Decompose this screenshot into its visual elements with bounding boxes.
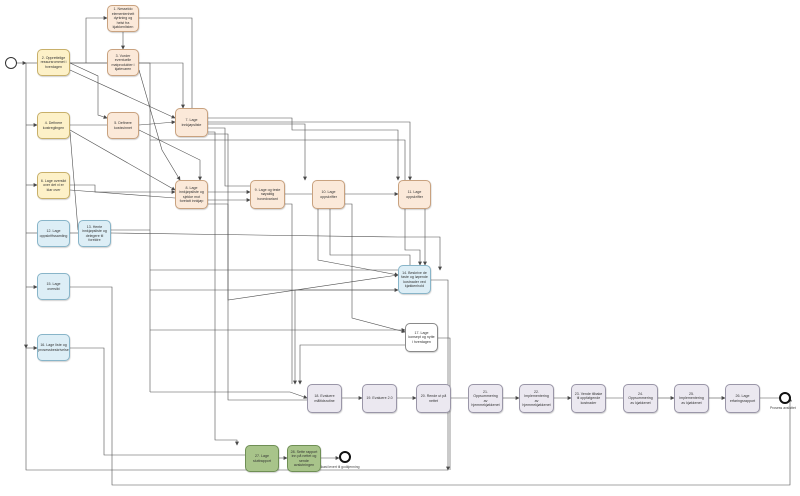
connector-13: [69, 69, 176, 119]
connector-11: [69, 62, 108, 119]
task-n9[interactable]: 9. Lage og teste nøyaktig hovedvariant: [250, 180, 285, 209]
connector-10: [85, 16, 108, 63]
connector-21: [69, 131, 150, 231]
connector-28: [208, 131, 239, 446]
connector-49: [298, 344, 405, 385]
task-n12[interactable]: 12. Lage oppskriftssamling: [37, 220, 70, 247]
task-n28[interactable]: 28. Sette rapport inn på nettet og sende…: [287, 445, 321, 472]
end-event-label: Prosess avsluttet: [770, 406, 796, 410]
task-n21[interactable]: 21. Oppsummering av hjemmekjøkkenet: [468, 384, 503, 413]
connector-26: [208, 123, 307, 181]
connector-22: [138, 129, 202, 181]
task-n23[interactable]: 23. Vende tilbake til oppfølgende kostna…: [571, 384, 606, 413]
task-n18[interactable]: 18. Evaluere måltidsrutine: [307, 384, 342, 413]
connector-lines: [17, 16, 792, 486]
connector-45: [70, 347, 245, 456]
connector-43: [110, 232, 442, 271]
task-n25[interactable]: 25. Implementering av kjøkkenet: [674, 384, 709, 413]
connector-29: [208, 121, 412, 181]
task-n10[interactable]: 10. Lage oppskrifter: [312, 180, 345, 209]
task-n2[interactable]: 2. Opprettelige ressursrommet i hverdage…: [37, 49, 70, 76]
connector-47: [293, 289, 398, 385]
task-n3[interactable]: 3. Vurder eventuelle matprodukter i kjøl…: [107, 49, 139, 76]
connector-19: [138, 120, 176, 126]
task-n6[interactable]: 6. Lage oversikt over det vi er klar ove…: [37, 172, 70, 199]
task-n13[interactable]: 13. Hente innkjøpsliste og delegere til …: [78, 220, 111, 247]
connector-50: [150, 391, 308, 399]
report-end-event-label: Utkast levert til godkjenning: [318, 465, 360, 469]
task-n4[interactable]: 4. Definere kostreglingen: [37, 112, 70, 139]
task-n20[interactable]: 20. Rende ut på nettet: [416, 384, 451, 413]
task-n15[interactable]: 15. Lage oversikt: [37, 273, 70, 300]
task-n27[interactable]: 27. Lage sluttrapport: [245, 445, 279, 472]
connector-17: [138, 69, 181, 181]
connector-15: [139, 17, 193, 108]
task-n7[interactable]: 7. Lage innkjøpsliste: [175, 108, 208, 137]
connector-16: [139, 62, 185, 109]
connector-25: [208, 117, 400, 181]
connector-36: [285, 203, 293, 384]
report-end-event: [339, 451, 351, 463]
task-n24[interactable]: 24. Oppsummering av kjøkkenet: [623, 384, 658, 413]
connector-40: [404, 209, 422, 266]
connector-24: [69, 189, 176, 199]
connector-66: [150, 139, 406, 180]
task-n1[interactable]: 1. Nesseldo elementenheit dyrkning og he…: [107, 5, 139, 32]
task-n22[interactable]: 22. Implementering av hjemmekjøkkenet: [519, 384, 554, 413]
task-n14[interactable]: 14. Beskrive de faste og løpende kostnad…: [398, 265, 431, 294]
task-n17[interactable]: 17. Lage konsept og nytte i hverdagen: [405, 323, 438, 352]
connector-46: [431, 279, 450, 471]
task-n19[interactable]: 19. Evaluere 2.0: [362, 384, 397, 413]
connector-27: [208, 127, 250, 187]
task-n11[interactable]: 11. Lage oppskrifter: [398, 180, 431, 209]
task-n16[interactable]: 16. Lage liste og prosessbeskrivelse: [37, 334, 70, 361]
connector-35: [208, 203, 399, 301]
connector-44: [70, 286, 792, 486]
connector-39: [329, 209, 411, 265]
start-event: [5, 57, 17, 69]
task-n8[interactable]: 8. Lage innkjøpsliste og sjekke mot fore…: [175, 180, 208, 209]
task-n5[interactable]: 5. Definere kostsvinnet: [107, 112, 139, 139]
connector-37: [345, 203, 406, 334]
task-n26[interactable]: 26. Lage erfaringsrapport: [725, 384, 760, 413]
connector-23: [70, 184, 176, 194]
end-event: [779, 392, 791, 404]
connector-20: [69, 129, 176, 191]
